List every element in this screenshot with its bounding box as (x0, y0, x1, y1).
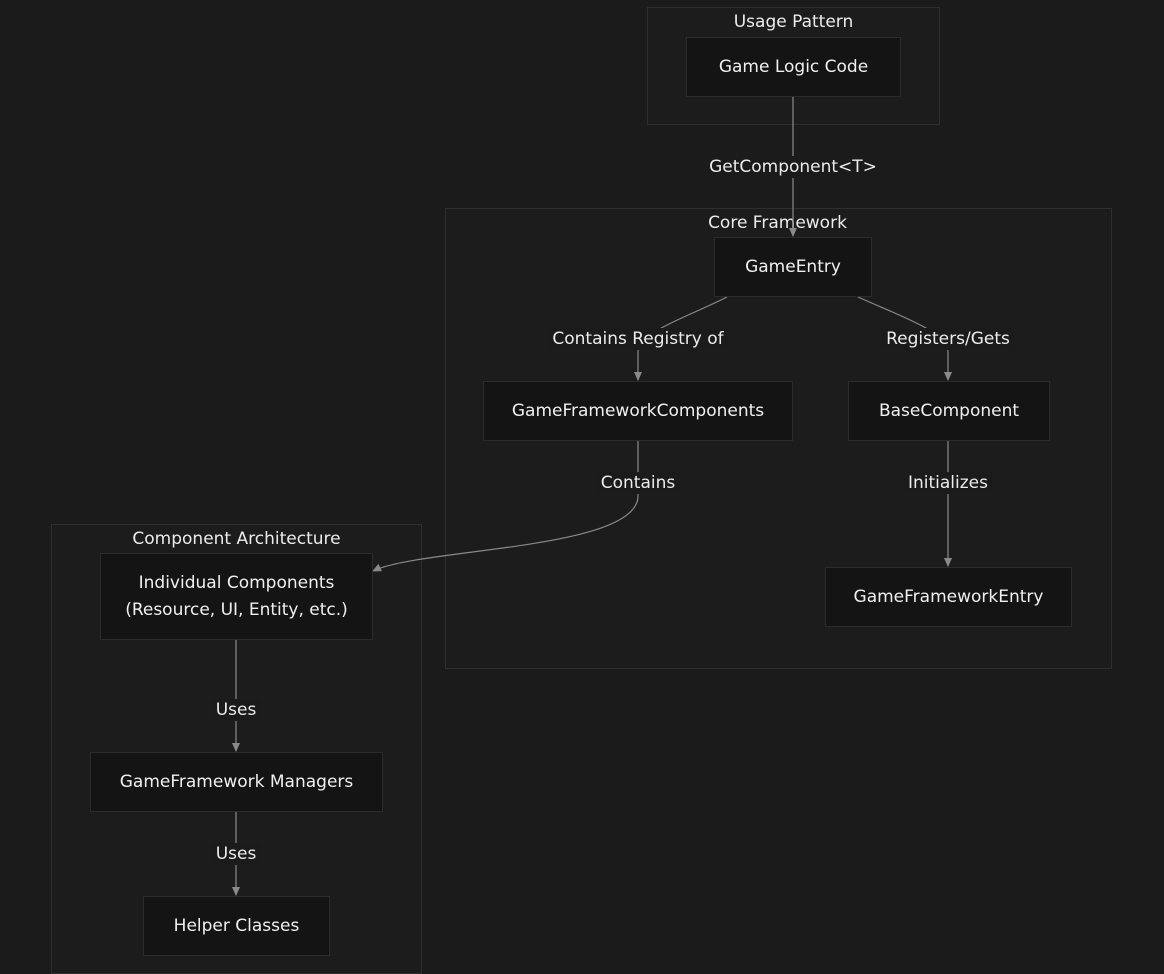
cluster-title: Usage Pattern (733, 12, 854, 32)
node-game-entry[interactable]: GameEntry (714, 237, 872, 297)
node-game-framework-entry[interactable]: GameFrameworkEntry (825, 567, 1072, 627)
edge-label-contains-registry: Contains Registry of (548, 328, 728, 350)
node-label: GameFrameworkEntry (853, 586, 1044, 607)
node-base-component[interactable]: BaseComponent (848, 381, 1050, 441)
node-label: GameFramework Managers (119, 771, 354, 792)
cluster-title: Component Architecture (132, 529, 341, 549)
node-label: BaseComponent (878, 400, 1020, 421)
edge-label-registers-gets: Registers/Gets (882, 328, 1014, 350)
node-label-line-1: Individual Components (138, 572, 335, 593)
node-label: Game Logic Code (718, 56, 869, 77)
node-label: Helper Classes (173, 915, 300, 936)
node-game-framework-managers[interactable]: GameFramework Managers (90, 752, 383, 812)
node-game-framework-components[interactable]: GameFrameworkComponents (483, 381, 793, 441)
node-label-line-2: (Resource, UI, Entity, etc.) (125, 599, 348, 620)
edge-label-contains: Contains (596, 472, 680, 494)
edge-label-initializes: Initializes (903, 472, 993, 494)
node-label: GameEntry (745, 256, 841, 277)
cluster-title: Core Framework (708, 213, 847, 233)
node-helper-classes[interactable]: Helper Classes (143, 896, 330, 956)
edge-label-uses: Uses (211, 699, 261, 721)
edge-label-uses: Uses (211, 843, 261, 865)
node-individual-components[interactable]: Individual Components (Resource, UI, Ent… (100, 553, 373, 640)
node-game-logic-code[interactable]: Game Logic Code (686, 37, 901, 97)
edge-label-get-component: GetComponent<T> (705, 156, 881, 178)
node-label: GameFrameworkComponents (511, 400, 765, 421)
